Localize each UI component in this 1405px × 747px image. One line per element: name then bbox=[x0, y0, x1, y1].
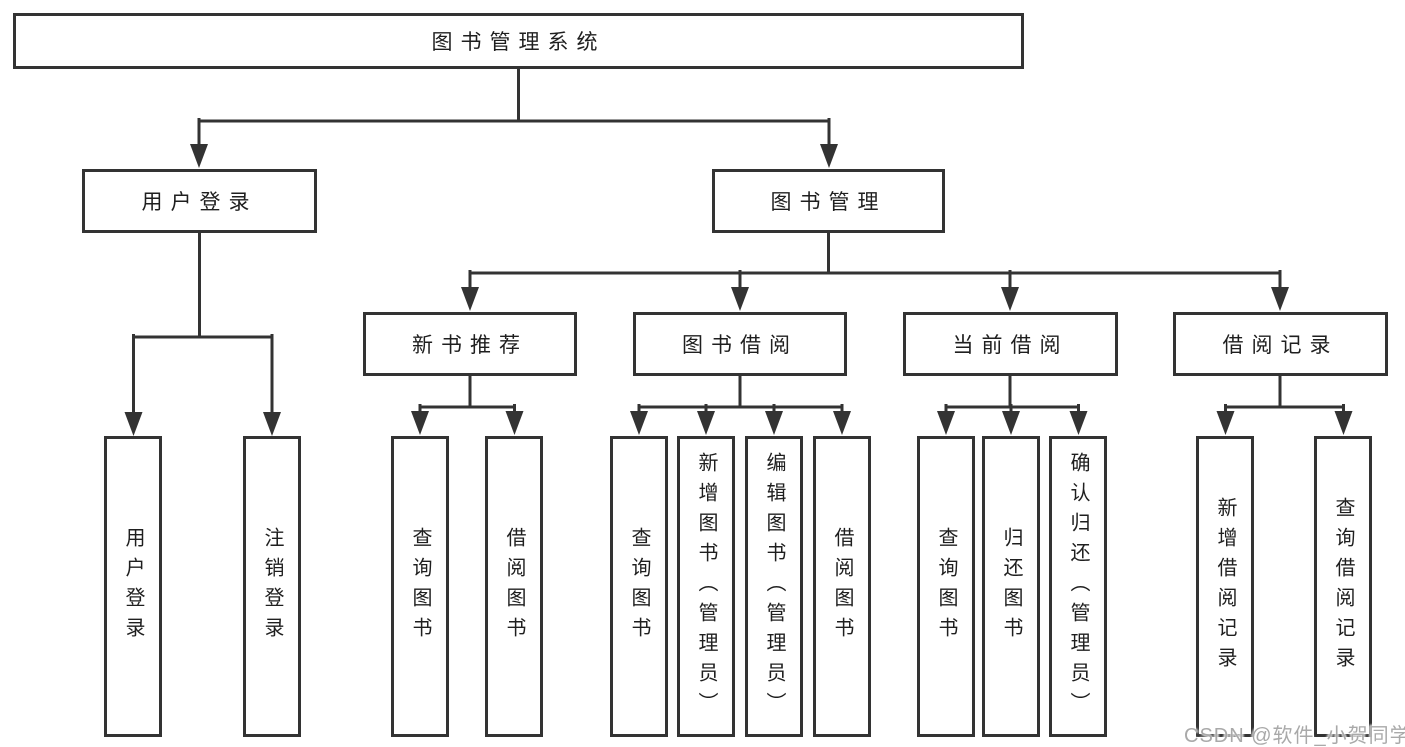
leaf-logout: 注销登录 bbox=[243, 436, 301, 737]
leaf-label: 查询借阅记录 bbox=[1332, 496, 1354, 677]
leaf-label: 编辑图书（管理员） bbox=[763, 451, 785, 722]
node-current-borrow: 当前借阅 bbox=[903, 312, 1118, 376]
csdn-watermark: CSDN @软件_小贺同学 bbox=[1184, 725, 1405, 747]
leaf-label: 查询图书 bbox=[935, 526, 957, 647]
leaf-label: 确认归还（管理员） bbox=[1067, 451, 1089, 722]
node-book-borrow: 图书借阅 bbox=[633, 312, 847, 376]
leaf-query-borrow-record: 查询借阅记录 bbox=[1314, 436, 1372, 737]
leaf-add-borrow-record: 新增借阅记录 bbox=[1196, 436, 1254, 737]
leaf-borrow-books-recommend: 借阅图书 bbox=[485, 436, 543, 737]
leaf-add-book-admin: 新增图书（管理员） bbox=[677, 436, 735, 737]
leaf-label: 查询图书 bbox=[409, 526, 431, 647]
leaf-label: 借阅图书 bbox=[503, 526, 525, 647]
node-new-book-recommend: 新书推荐 bbox=[363, 312, 577, 376]
leaf-label: 用户登录 bbox=[122, 526, 144, 647]
leaf-return-book: 归还图书 bbox=[982, 436, 1040, 737]
leaf-confirm-return-admin: 确认归还（管理员） bbox=[1049, 436, 1107, 737]
leaf-user-login: 用户登录 bbox=[104, 436, 162, 737]
leaf-edit-book-admin: 编辑图书（管理员） bbox=[745, 436, 803, 737]
leaf-label: 新增图书（管理员） bbox=[695, 451, 717, 722]
leaf-label: 借阅图书 bbox=[831, 526, 853, 647]
leaf-query-books-recommend: 查询图书 bbox=[391, 436, 449, 737]
node-book-management: 图书管理 bbox=[712, 169, 945, 233]
leaf-label: 查询图书 bbox=[628, 526, 650, 647]
node-root-system: 图书管理系统 bbox=[13, 13, 1024, 69]
leaf-label: 新增借阅记录 bbox=[1214, 496, 1236, 677]
leaf-query-books-borrow: 查询图书 bbox=[610, 436, 668, 737]
leaf-label: 归还图书 bbox=[1000, 526, 1022, 647]
node-borrow-records: 借阅记录 bbox=[1173, 312, 1388, 376]
leaf-query-books-current: 查询图书 bbox=[917, 436, 975, 737]
leaf-borrow-books: 借阅图书 bbox=[813, 436, 871, 737]
node-user-login: 用户登录 bbox=[82, 169, 317, 233]
leaf-label: 注销登录 bbox=[261, 526, 283, 647]
